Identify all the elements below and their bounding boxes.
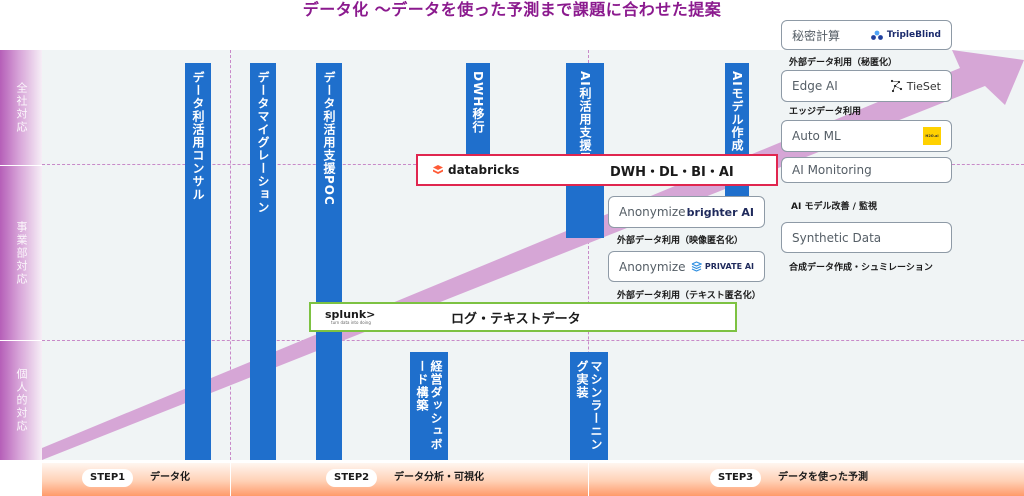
card-label: Edge AI (792, 79, 838, 93)
databricks-logo-text: databricks (448, 163, 520, 177)
grid-line (952, 164, 1024, 165)
card-label: Auto ML (792, 129, 841, 143)
caption-private-ai: 外部データ利用（テキスト匿名化） (617, 291, 761, 301)
bar-label: AIモデル作成 (730, 71, 744, 152)
tripleblind-text: TripleBlind (886, 30, 941, 40)
step3-badge: STEP3 (710, 469, 762, 487)
splunk-tagline: turn data into doing (331, 320, 371, 325)
tripleblind-logo: TripleBlind (870, 30, 941, 40)
bar-label: データマイグレーション (256, 71, 270, 214)
step-divider (588, 463, 589, 496)
caption-secure: 外部データ利用（秘匿化） (789, 58, 898, 68)
step3-label: データを使った予測 (778, 472, 868, 483)
step2-badge: STEP2 (326, 469, 378, 487)
card-label: Synthetic Data (792, 230, 882, 245)
row-separator (0, 165, 42, 166)
card-edge-ai: Edge AI TieSet (781, 70, 952, 102)
grid-line (588, 50, 589, 460)
card-label: AI Monitoring (792, 163, 872, 177)
bar-dashboard: 経営ダッシュボード構築 (410, 352, 448, 460)
bar-data-consulting: データ利活用コンサル (185, 63, 211, 460)
card-label: Anonymize (619, 205, 686, 219)
bar-label: DWH移行 (471, 71, 485, 134)
bar-label: データ利活用コンサル (191, 71, 205, 201)
row-label-division: 事業部対応 (0, 166, 42, 340)
bar-label: 経営ダッシュボード構築 (415, 360, 443, 451)
card-label: Anonymize (619, 259, 686, 274)
bar-label: マシンラーニング実装 (575, 360, 603, 451)
tripleblind-icon (870, 30, 883, 40)
card-secure-computation: 秘密計算 TripleBlind (781, 20, 952, 50)
splunk-text: ログ・テキストデータ (451, 311, 581, 327)
private-ai-logo: PRIVATE AI (691, 261, 754, 272)
grid-line (42, 164, 782, 165)
tieset-icon (890, 79, 902, 93)
bar-data-migration: データマイグレーション (250, 63, 276, 460)
row-label-individual: 個人的対応 (0, 341, 42, 460)
caption-edge: エッジデータ利用 (789, 107, 862, 117)
bar-ai-poc: AI利活用支援POC (566, 63, 604, 238)
row-label-company: 全社対応 (0, 50, 42, 165)
card-synthetic-data: Synthetic Data (781, 222, 952, 253)
growth-arrow-shape (42, 50, 1024, 460)
card-anonymize-private-ai: Anonymize PRIVATE AI (608, 251, 765, 282)
step1-badge: STEP1 (82, 469, 134, 487)
databricks-icon (433, 165, 443, 174)
steps-bar (42, 463, 1024, 496)
row-label-text: 個人的対応 (15, 368, 28, 433)
databricks-text: DWH・DL・BI・AI (610, 164, 734, 180)
bar-data-poc: データ利活用支援POC (316, 63, 342, 460)
step1-label: データ化 (150, 472, 190, 483)
tieset-text: TieSet (906, 79, 941, 93)
private-ai-text: PRIVATE AI (704, 262, 754, 271)
bar-label: データ利活用支援POC (322, 71, 336, 206)
row-label-text: 事業部対応 (15, 220, 28, 286)
page-title: データ化 ～データを使った予測まで課題に合わせた提案 (302, 0, 722, 19)
bar-machine-learning: マシンラーニング実装 (570, 352, 608, 460)
caption-monitoring: AI モデル改善 / 監視 (791, 202, 878, 212)
card-label: 秘密計算 (792, 28, 841, 43)
caption-brighter: 外部データ利用（映像匿名化） (617, 236, 744, 246)
splunk-logo-text: splunk> (325, 308, 376, 321)
h2o-logo: H2O.ai (923, 127, 941, 145)
private-ai-icon (691, 261, 702, 272)
row-label-text: 全社対応 (15, 81, 28, 134)
caption-synthetic: 合成データ作成・シュミレーション (789, 263, 933, 273)
step2-label: データ分析・可視化 (394, 472, 484, 483)
grid-line (230, 50, 231, 460)
card-auto-ml: Auto ML H2O.ai (781, 120, 952, 152)
databricks-platform: databricks DWH・DL・BI・AI (416, 154, 778, 186)
card-anonymize-brighter: Anonymize brighter AI (608, 196, 765, 228)
splunk-logo: splunk> turn data into doing (325, 309, 375, 325)
card-ai-monitoring: AI Monitoring (781, 157, 952, 183)
splunk-platform: splunk> turn data into doing ログ・テキストデータ (309, 302, 737, 332)
grid-line (42, 340, 1024, 341)
databricks-logo: databricks (432, 163, 519, 177)
brighter-logo: brighter AI (686, 205, 754, 219)
tieset-logo: TieSet (890, 79, 941, 93)
step-divider (230, 463, 231, 496)
h2o-text: H2O.ai (925, 134, 939, 138)
row-separator (0, 340, 42, 341)
bar-dwh-migration: DWH移行 (466, 63, 490, 158)
